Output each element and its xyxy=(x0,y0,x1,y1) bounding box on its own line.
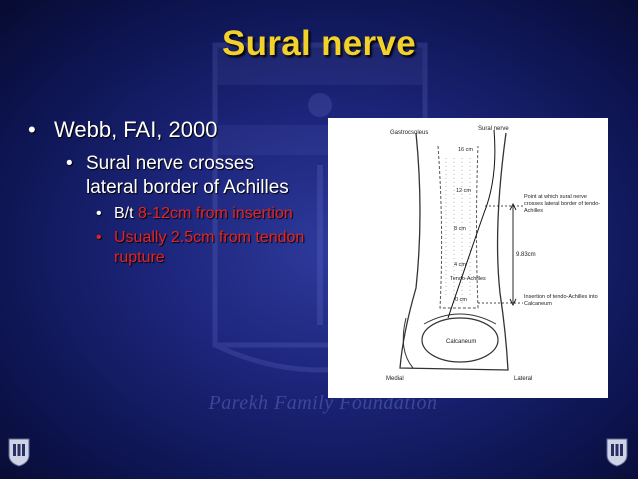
bullet-level3-b: • Usually 2.5cm from tendon rupture xyxy=(96,228,314,268)
bullet-level1: • Webb, FAI, 2000 xyxy=(28,116,318,144)
label-calcaneum: Calcaneum xyxy=(446,339,476,345)
label-16cm: 16 cm xyxy=(458,147,473,153)
bullet-list: • Webb, FAI, 2000 • Sural nerve crosses … xyxy=(28,116,318,268)
label-medial: Medial xyxy=(386,376,404,382)
achilles-diagram-svg: Gastrocsoleus Sural nerve 16 cm 12 cm 8 … xyxy=(386,126,600,382)
university-crest-icon xyxy=(8,438,30,467)
bullet-glyph: • xyxy=(66,153,73,174)
label-tendo-achilles: Tendo-Achilles xyxy=(450,276,486,282)
bullet-glyph: • xyxy=(28,117,36,142)
label-lateral: Lateral xyxy=(514,376,532,382)
label-9-83cm: 9.83cm xyxy=(516,252,536,258)
annotation-top: Point at which sural nerve crosses later… xyxy=(524,194,600,214)
bullet-glyph: • xyxy=(96,205,102,222)
crest-watermark-icon xyxy=(212,42,428,373)
annotation-bottom: Insertion of tendo-Achilles into Calcane… xyxy=(524,294,598,307)
bullet-level3-b-text: Usually 2.5cm from tendon rupture xyxy=(114,229,305,266)
bullet-level2-text: Sural nerve crosses lateral border of Ac… xyxy=(86,153,289,198)
bullet-level2: • Sural nerve crosses lateral border of … xyxy=(66,152,304,200)
achilles-diagram: Gastrocsoleus Sural nerve 16 cm 12 cm 8 … xyxy=(328,118,608,398)
label-8cm: 8 cm xyxy=(454,226,466,232)
university-crest-icon xyxy=(606,438,628,467)
label-sural-nerve: Sural nerve xyxy=(478,126,509,132)
label-0cm: 0 cm xyxy=(455,297,467,303)
bullet-level1-text: Webb, FAI, 2000 xyxy=(54,117,218,142)
label-12cm: 12 cm xyxy=(456,188,471,194)
bullet-level3-a: • B/t 8-12cm from insertion xyxy=(96,204,314,224)
label-4cm: 4 cm xyxy=(454,262,466,268)
bullet-level3-a-highlight: 8-12cm from insertion xyxy=(138,205,293,222)
slide-title: Sural nerve xyxy=(222,24,416,63)
bullet-glyph: • xyxy=(96,229,102,246)
bullet-level3-a-prefix: B/t xyxy=(114,205,139,222)
label-gastrocsoleus: Gastrocsoleus xyxy=(390,130,428,136)
